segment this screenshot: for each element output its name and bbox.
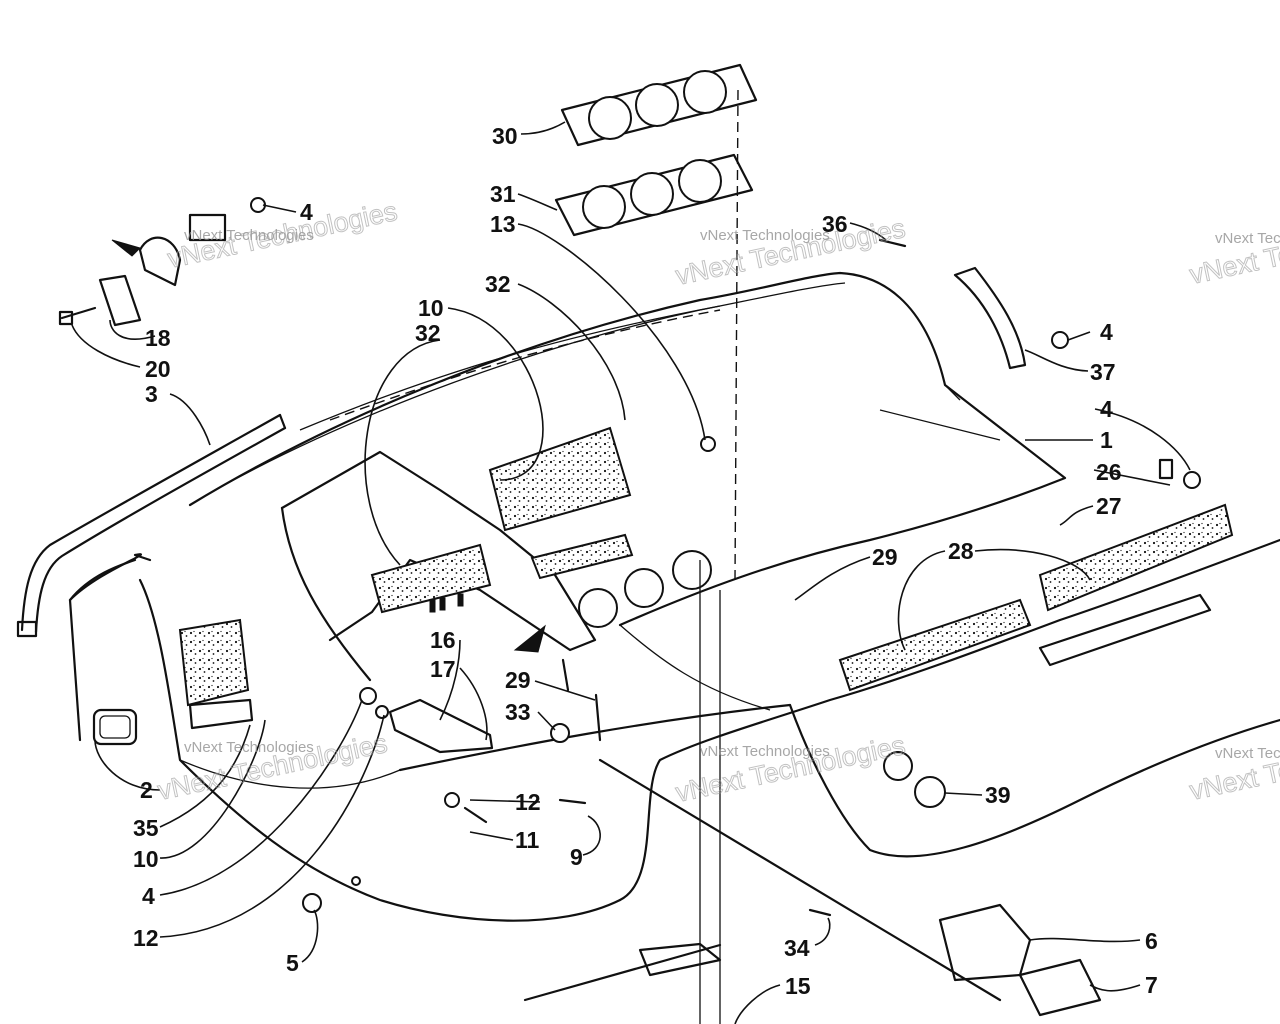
callout-15: 15 xyxy=(785,973,811,999)
center-axis-line xyxy=(734,89,739,581)
svg-text:vNext Technologies: vNext Technologies xyxy=(700,227,830,244)
svg-text:vNext Technologies: vNext Technologies xyxy=(1215,230,1280,247)
callout-4: 4 xyxy=(142,883,155,909)
callout-28: 28 xyxy=(948,538,974,564)
callout-13: 13 xyxy=(490,211,516,237)
lower-hardware xyxy=(302,624,1102,1017)
callout-10: 10 xyxy=(133,846,159,872)
callout-37: 37 xyxy=(1090,359,1116,385)
bumper-and-handles xyxy=(16,413,287,746)
callout-35: 35 xyxy=(133,815,159,841)
svg-text:vNext Technologies: vNext Technologies xyxy=(1187,212,1280,290)
svg-text:vNext Technologies: vNext Technologies xyxy=(184,739,314,756)
right-trim xyxy=(700,238,1234,692)
callout-10: 10 xyxy=(418,295,444,321)
callout-16: 16 xyxy=(430,627,456,653)
callout-12: 12 xyxy=(515,789,541,815)
callout-4: 4 xyxy=(300,199,313,225)
callout-12: 12 xyxy=(133,925,159,951)
svg-text:vNext Technologies: vNext Technologies xyxy=(700,743,830,760)
dash-cover xyxy=(280,426,712,682)
callout-32: 32 xyxy=(415,320,441,346)
callout-30: 30 xyxy=(492,123,518,149)
watermark-1: vNext Technologies vNext Technologies xyxy=(165,195,401,274)
callout-7: 7 xyxy=(1145,972,1158,998)
callout-labels: 30 31 13 32 10 32 4 18 20 3 36 4 37 4 1 … xyxy=(133,123,1158,999)
callout-33: 33 xyxy=(505,699,531,725)
callout-11: 11 xyxy=(515,827,540,853)
trim-ring-31 xyxy=(554,153,754,237)
svg-text:vNext Technologies: vNext Technologies xyxy=(1215,745,1280,762)
callout-32: 32 xyxy=(485,271,511,297)
callout-4: 4 xyxy=(1100,396,1113,422)
callout-3: 3 xyxy=(145,381,158,407)
callout-9: 9 xyxy=(570,844,583,870)
callout-5: 5 xyxy=(286,950,299,976)
svg-text:vNext Technologies: vNext Technologies xyxy=(673,730,908,808)
callout-17: 17 xyxy=(430,656,456,682)
callout-20: 20 xyxy=(145,356,171,382)
callout-36: 36 xyxy=(822,211,848,237)
latch-bracket xyxy=(58,197,266,327)
callout-34: 34 xyxy=(784,935,810,961)
callout-4: 4 xyxy=(1100,319,1113,345)
callout-39: 39 xyxy=(985,782,1011,808)
watermark-6: vNext Technologies vNext Technologies xyxy=(1187,727,1280,806)
svg-text:vNext Technologies: vNext Technologies xyxy=(1187,728,1280,806)
callout-29: 29 xyxy=(872,544,898,570)
callout-1: 1 xyxy=(1100,427,1113,453)
trim-ring-30 xyxy=(560,63,758,147)
callout-27: 27 xyxy=(1096,493,1122,519)
callout-26: 26 xyxy=(1096,459,1122,485)
callout-18: 18 xyxy=(145,325,171,351)
watermark-5: vNext Technologies vNext Technologies xyxy=(673,729,909,808)
hood-panel xyxy=(188,271,1067,627)
svg-text:vNext Technologies: vNext Technologies xyxy=(184,227,314,244)
callout-29: 29 xyxy=(505,667,531,693)
callout-6: 6 xyxy=(1145,928,1158,954)
watermark-3: vNext Technologies vNext Technologies xyxy=(1187,211,1280,290)
belly-pan xyxy=(138,538,1280,922)
callout-2: 2 xyxy=(140,777,153,803)
leader-lines xyxy=(71,121,1191,1024)
callout-31: 31 xyxy=(490,181,516,207)
